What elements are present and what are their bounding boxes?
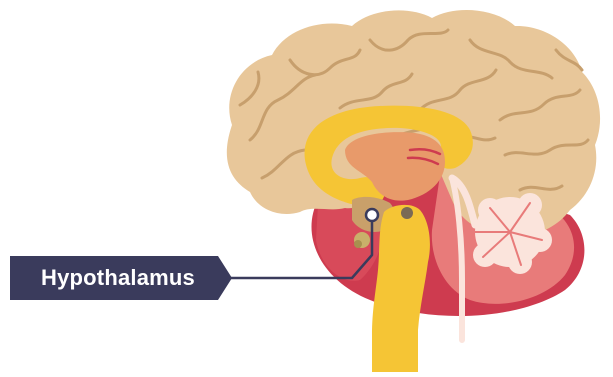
hypothalamus-label: Hypothalamus	[10, 256, 226, 300]
midbrain-dot	[401, 207, 413, 219]
pituitary-dot	[354, 240, 362, 248]
brainstem	[372, 205, 430, 372]
hypothalamus-marker	[366, 209, 378, 221]
